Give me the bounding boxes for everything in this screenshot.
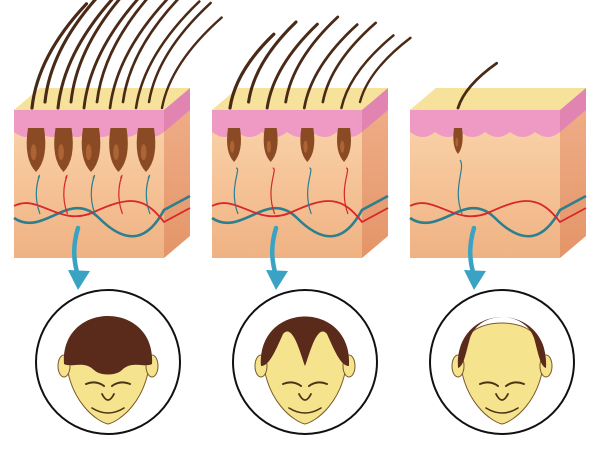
capillary (233, 167, 239, 215)
follicle-highlight (303, 140, 308, 153)
capillary (270, 167, 276, 215)
artery (409, 200, 587, 224)
epidermis-side (164, 88, 190, 132)
nose-line (298, 393, 312, 401)
hair-strand (160, 16, 223, 110)
follicle-highlight (85, 144, 92, 161)
hair-strand (340, 34, 395, 110)
hair-strand (56, 0, 114, 110)
hair-strand (302, 23, 359, 110)
hair-strand (134, 0, 201, 110)
epidermis-side (362, 88, 388, 132)
hair-strand (82, 0, 139, 110)
hair-strand (69, 0, 121, 104)
capillary (35, 175, 41, 215)
follicle-highlight (113, 144, 119, 161)
brow-left (85, 381, 105, 387)
arrow-head (464, 270, 486, 290)
capillary (457, 159, 463, 215)
follicle-highlight (266, 140, 272, 153)
capillary (118, 175, 124, 215)
skin-side-face (164, 88, 190, 258)
skin-cross-section-stage-2 (211, 15, 412, 290)
follicle-highlight (340, 140, 345, 153)
scalp-hair (260, 316, 350, 366)
artery (211, 200, 389, 224)
skin-side-face (362, 88, 388, 258)
brow-right (308, 381, 328, 387)
epidermis-side (560, 88, 586, 132)
hair-strand (247, 20, 298, 104)
nose-line (101, 393, 115, 401)
brow-right (111, 381, 131, 387)
chin-line (91, 407, 125, 414)
follicle-highlight (140, 144, 147, 161)
head-top-view-stage-3 (429, 289, 575, 435)
head-top-view-stage-1 (35, 289, 181, 435)
arrow-head (68, 270, 90, 290)
hair-strand (456, 61, 499, 110)
hair-strand (284, 15, 340, 104)
scalp-hair (63, 316, 153, 375)
hair-strand (321, 21, 378, 104)
vein (13, 194, 191, 238)
arrow-head (266, 270, 288, 290)
hair-strand (265, 22, 319, 110)
capillary (343, 167, 349, 215)
skin-cross-section-stage-3 (409, 61, 587, 290)
skin-cross-section-stage-1 (13, 0, 223, 290)
hair-strand (228, 32, 276, 110)
skin-top-wave (212, 88, 388, 110)
vein (211, 194, 389, 238)
hair-strand (95, 0, 148, 104)
nose-line (495, 393, 509, 401)
hair-strand (147, 1, 212, 104)
skin-top-wave (410, 88, 586, 110)
follicle-highlight (58, 144, 64, 161)
hair-strand (108, 0, 169, 110)
brow-right (505, 381, 525, 387)
follicle-highlight (455, 137, 459, 147)
capillary (63, 175, 69, 215)
chin-line (485, 407, 519, 414)
brow-left (479, 381, 499, 387)
chin-line (288, 407, 322, 414)
stages-layer (13, 0, 587, 435)
scalp-skin (459, 322, 545, 425)
hair-strand (358, 36, 412, 104)
skin-side-face (560, 88, 586, 258)
capillary (90, 175, 96, 215)
head-top-view-stage-2 (232, 289, 378, 435)
hair-strand (121, 0, 180, 104)
hair-strand (43, 0, 97, 104)
brow-left (282, 381, 302, 387)
capillary (145, 175, 151, 215)
epidermis-layer (410, 110, 560, 137)
follicle-highlight (230, 140, 235, 153)
dermis-layer (410, 132, 560, 258)
capillary (307, 167, 312, 215)
hair-strand (30, 2, 89, 110)
epidermis-layer (212, 110, 362, 137)
vein (409, 194, 587, 238)
follicle-highlight (30, 144, 37, 161)
